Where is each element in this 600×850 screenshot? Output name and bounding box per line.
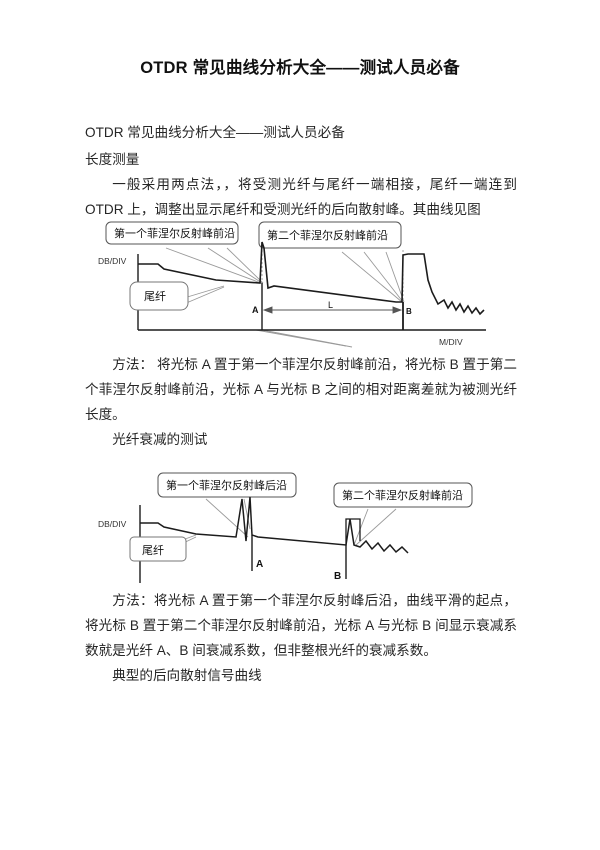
figure2-callout-right-label: 第二个菲涅尔反射峰前沿	[342, 488, 463, 502]
figure2-marker-b-label: B	[334, 571, 341, 582]
figure-length-measurement: 第一个菲涅尔反射峰前沿 第二个菲涅尔反射峰前沿 DB/DIV M/DIV	[96, 220, 520, 348]
figure2-callout-right: 第二个菲涅尔反射峰前沿	[333, 482, 473, 508]
figure1-marker-a-label: A	[252, 305, 259, 315]
figure2-pigtail-label: 尾纤	[142, 544, 164, 557]
figure1-marker-b-label: B	[406, 307, 412, 316]
figure1-y-axis-label: DB/DIV	[98, 256, 127, 266]
paragraph-section-length: 长度测量	[85, 152, 140, 167]
paragraph-length-description: 一般采用两点法，，将受测光纤与尾纤一端相接，尾纤一端连到 OTDR 上，调整出显…	[85, 177, 517, 217]
figure2-reflection-box	[345, 518, 361, 545]
figure1-span-arrow	[262, 306, 403, 314]
figure2-callout-left: 第一个菲涅尔反射峰后沿	[157, 472, 297, 498]
figure1-callout-right-label: 第二个菲涅尔反射峰前沿	[267, 228, 388, 242]
figure2-y-axis-label: DB/DIV	[98, 519, 127, 529]
figure1-svg: 第一个菲涅尔反射峰前沿 第二个菲涅尔反射峰前沿 DB/DIV M/DIV	[98, 221, 486, 348]
figure1-leader-lines	[165, 247, 405, 348]
figure2-svg: 第一个菲涅尔反射峰后沿 第二个菲涅尔反射峰前沿 DB/DIV A B	[98, 472, 473, 583]
paragraph-attenuation-method: 方法：将光标 A 置于第一个菲涅尔反射峰后沿，曲线平滑的起点，将光标 B 置于第…	[85, 593, 517, 658]
figure1-span-label: L	[328, 300, 333, 310]
figure1-pigtail-label: 尾纤	[144, 290, 166, 303]
paragraph-section-typical-curve: 典型的后向散射信号曲线	[112, 668, 262, 683]
figure1-axes	[137, 254, 486, 331]
figure1-pigtail-callout: 尾纤	[129, 281, 189, 311]
figure1-callout-left: 第一个菲涅尔反射峰前沿	[105, 221, 239, 245]
figure1-x-axis-label: M/DIV	[439, 337, 463, 347]
figure2-trace	[140, 496, 409, 554]
figure1-callout-right: 第二个菲涅尔反射峰前沿	[258, 221, 402, 249]
figure2-pigtail-callout: 尾纤	[129, 536, 187, 562]
paragraph-length-method: 方法： 将光标 A 置于第一个菲涅尔反射峰前沿，将光标 B 置于第二个菲涅尔反射…	[85, 357, 517, 422]
figure2-callout-left-label: 第一个菲涅尔反射峰后沿	[166, 478, 287, 492]
page-title: OTDR 常见曲线分析大全——测试人员必备	[140, 59, 460, 77]
figure1-callout-left-label: 第一个菲涅尔反射峰前沿	[114, 226, 235, 240]
figure-attenuation-measurement: 第一个菲涅尔反射峰后沿 第二个菲涅尔反射峰前沿 DB/DIV A B	[96, 467, 520, 587]
paragraph-intro-heading: OTDR 常见曲线分析大全——测试人员必备	[85, 125, 345, 140]
figure1-trace	[138, 241, 485, 316]
paragraph-section-attenuation: 光纤衰减的测试	[112, 432, 208, 447]
figure2-marker-a-label: A	[256, 559, 263, 570]
